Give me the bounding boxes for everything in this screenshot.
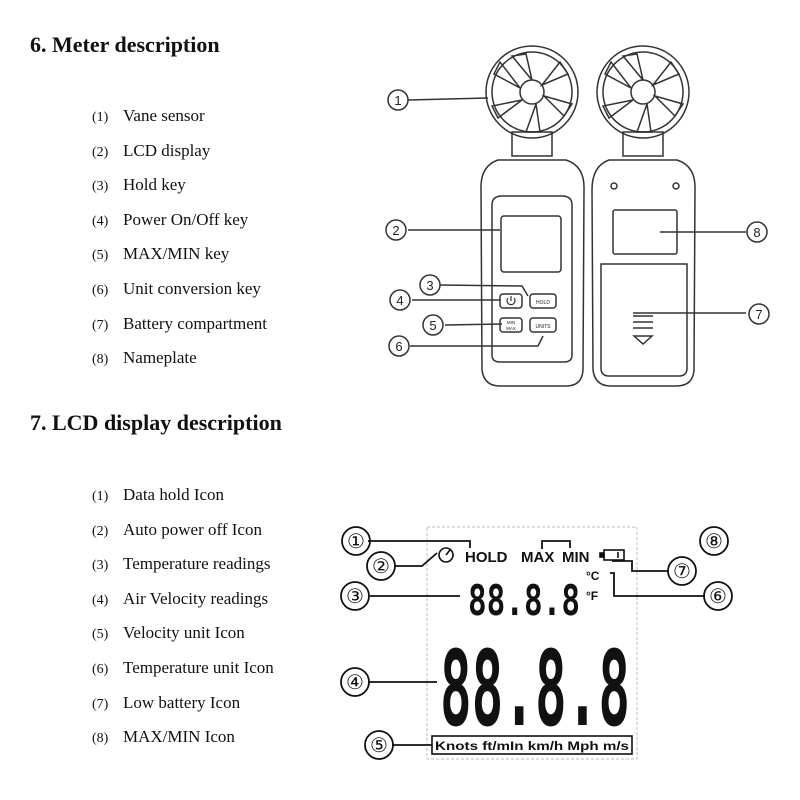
lcd-temperature-reading: 88.8.8 (468, 576, 580, 625)
list-item: (8)MAX/MIN Icon (92, 727, 235, 747)
list-item: (5)Velocity unit Icon (92, 623, 245, 643)
callout-7: 7 (755, 307, 762, 322)
lcd-leader-lines (368, 540, 705, 746)
list-item: (4)Power On/Off key (92, 209, 249, 229)
lcd-callout-7: ⑦ (673, 561, 691, 583)
lcd-callout-6: ⑥ (709, 586, 727, 608)
maxmin-button-label-bottom: MAX (506, 326, 516, 331)
list-item: (1)Vane sensor (92, 106, 205, 125)
back-vane-sensor (596, 45, 690, 157)
meter-buttons (499, 293, 557, 333)
hold-button-label: HOLD (536, 300, 550, 306)
lcd-units-box (431, 735, 633, 755)
list-item: (6)Temperature unit Icon (92, 657, 274, 677)
lcd-velocity-reading: 88.8.8 (440, 628, 630, 750)
meter-leader-lines (407, 97, 746, 347)
front-vane-sensor (485, 45, 579, 157)
lcd-callout-8: ⑧ (705, 531, 723, 553)
callout-6: 6 (395, 339, 402, 354)
units-button (529, 317, 557, 333)
back-meter-body (591, 159, 696, 387)
lcd-hold-indicator: HOLD (465, 549, 508, 566)
front-meter-body (480, 159, 585, 387)
callout-2: 2 (392, 223, 399, 238)
lcd-callouts (340, 526, 733, 760)
lcd-celsius-unit: °C (586, 569, 600, 583)
hold-button (529, 293, 557, 309)
section7-title: 7. LCD display description (30, 410, 282, 435)
meter-callouts (385, 89, 770, 357)
callout-5: 5 (429, 318, 436, 333)
callout-1: 1 (394, 93, 401, 108)
callout-3: 3 (426, 278, 433, 293)
lcd-callout-4: ④ (346, 672, 364, 694)
auto-power-off-icon (438, 547, 454, 563)
list-item: (7)Low battery Icon (92, 692, 241, 712)
list-item: (1)Data hold Icon (92, 485, 225, 504)
list-item: (4)Air Velocity readings (92, 588, 269, 608)
list-item: (2)Auto power off Icon (92, 519, 262, 539)
lcd-callout-3: ③ (346, 586, 364, 608)
maxmin-button (499, 317, 523, 333)
lcd-max-indicator: MAX (521, 549, 554, 566)
list-item: (7)Battery compartment (92, 313, 267, 333)
low-battery-icon (599, 549, 625, 561)
lcd-fahrenheit-unit: °F (586, 589, 598, 603)
list-item: (6)Unit conversion key (92, 278, 261, 298)
lcd-callout-2: ② (372, 556, 390, 578)
list-item: (5)MAX/MIN key (92, 244, 230, 264)
units-button-label: UNITS (536, 324, 552, 330)
list-item: (3)Temperature readings (92, 554, 271, 574)
meter-description-list: (1)Vane sensor (2)LCD display (3)Hold ke… (92, 106, 267, 383)
lcd-min-indicator: MIN (562, 549, 590, 566)
lcd-velocity-units: Knots ft/mIn km/h Mph m/s (435, 739, 629, 753)
lcd-description-list: (1)Data hold Icon (2)Auto power off Icon… (92, 485, 274, 762)
power-icon (506, 296, 516, 306)
lcd-panel-border (426, 526, 638, 760)
lcd-callout-1: ① (347, 531, 365, 553)
maxmin-button-label-top: MIN (507, 320, 515, 325)
power-button (499, 293, 523, 309)
callout-4: 4 (396, 293, 403, 308)
section6-title: 6. Meter description (30, 32, 220, 57)
list-item: (3)Hold key (92, 175, 186, 195)
list-item: (8)Nameplate (92, 348, 197, 368)
list-item: (2)LCD display (92, 140, 211, 160)
callout-8: 8 (753, 225, 760, 240)
lcd-callout-5: ⑤ (370, 735, 388, 757)
